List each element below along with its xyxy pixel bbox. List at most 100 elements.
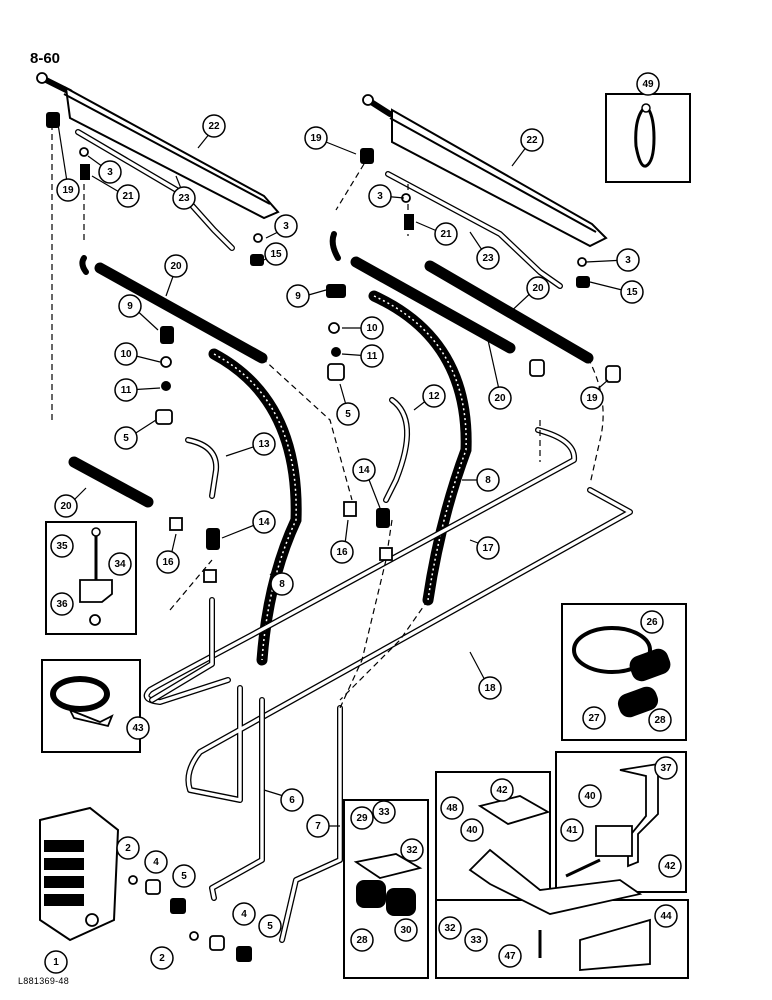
callout-label: 26	[646, 617, 658, 628]
callout-3: 3	[98, 160, 122, 184]
callout-18: 18	[478, 676, 502, 700]
callout-37: 37	[654, 756, 678, 780]
callout-28: 28	[350, 928, 374, 952]
reference-code: L881369-48	[18, 976, 70, 986]
callout-label: 8	[485, 475, 491, 486]
callout-40: 40	[578, 784, 602, 808]
inset-box-43	[41, 659, 141, 753]
callout-label: 36	[56, 599, 68, 610]
callout-label: 1	[53, 957, 59, 968]
callout-29: 29	[350, 806, 374, 830]
callout-label: 23	[178, 193, 190, 204]
callout-label: 28	[654, 715, 666, 726]
callout-label: 20	[60, 501, 72, 512]
callout-44: 44	[654, 904, 678, 928]
callout-label: 49	[642, 79, 654, 90]
callout-8: 8	[476, 468, 500, 492]
callout-3: 3	[616, 248, 640, 272]
callout-label: 10	[120, 349, 132, 360]
callout-11: 11	[360, 344, 384, 368]
callout-47: 47	[498, 944, 522, 968]
callout-4: 4	[232, 902, 256, 926]
callout-label: 3	[377, 191, 383, 202]
callout-label: 3	[283, 221, 289, 232]
callout-2: 2	[150, 946, 174, 970]
callout-20: 20	[164, 254, 188, 278]
callout-14: 14	[252, 510, 276, 534]
callout-23: 23	[172, 186, 196, 210]
callout-10: 10	[114, 342, 138, 366]
callout-9: 9	[118, 294, 142, 318]
callout-43: 43	[126, 716, 150, 740]
callout-15: 15	[264, 242, 288, 266]
callout-label: 32	[406, 845, 418, 856]
callout-34: 34	[108, 552, 132, 576]
callout-label: 2	[125, 843, 131, 854]
callout-40: 40	[460, 818, 484, 842]
callout-5: 5	[258, 914, 282, 938]
callout-9: 9	[286, 284, 310, 308]
callout-6: 6	[280, 788, 304, 812]
cylinder-left	[36, 72, 280, 220]
callout-label: 20	[532, 283, 544, 294]
callout-20: 20	[526, 276, 550, 300]
callout-label: 22	[208, 121, 220, 132]
callout-22: 22	[520, 128, 544, 152]
callout-27: 27	[582, 706, 606, 730]
callout-label: 21	[122, 191, 134, 202]
callout-49: 49	[636, 72, 660, 96]
callout-label: 43	[132, 723, 144, 734]
callout-19: 19	[56, 178, 80, 202]
callout-label: 32	[444, 923, 456, 934]
callout-label: 30	[400, 925, 412, 936]
callout-label: 12	[428, 391, 440, 402]
callout-label: 29	[356, 813, 368, 824]
callout-label: 48	[446, 803, 458, 814]
callout-label: 5	[267, 921, 273, 932]
callout-label: 42	[664, 861, 676, 872]
callout-group: 4922221919193333212123231515202020209910…	[44, 72, 682, 974]
callout-1: 1	[44, 950, 68, 974]
callout-label: 40	[466, 825, 478, 836]
callout-11: 11	[114, 378, 138, 402]
callout-16: 16	[330, 540, 354, 564]
callout-label: 20	[494, 393, 506, 404]
callout-label: 9	[127, 301, 133, 312]
callout-label: 17	[482, 543, 494, 554]
callout-label: 5	[181, 871, 187, 882]
callout-label: 10	[366, 323, 378, 334]
callout-label: 20	[170, 261, 182, 272]
callout-22: 22	[202, 114, 226, 138]
callout-label: 4	[153, 857, 159, 868]
callout-3: 3	[274, 214, 298, 238]
callout-label: 44	[660, 911, 672, 922]
callout-label: 9	[295, 291, 301, 302]
callout-label: 5	[123, 433, 129, 444]
callout-41: 41	[560, 818, 584, 842]
callout-15: 15	[620, 280, 644, 304]
callout-19: 19	[304, 126, 328, 150]
callout-label: 19	[62, 185, 74, 196]
callout-label: 4	[241, 909, 247, 920]
callout-label: 16	[162, 557, 174, 568]
callout-label: 6	[289, 795, 295, 806]
callout-label: 13	[258, 439, 270, 450]
callout-label: 15	[626, 287, 638, 298]
cylinder-right	[362, 94, 608, 248]
callout-label: 14	[358, 465, 370, 476]
callout-label: 3	[625, 255, 631, 266]
callout-label: 2	[159, 953, 165, 964]
page-number: 8-60	[30, 50, 61, 67]
callout-19: 19	[580, 386, 604, 410]
callout-7: 7	[306, 814, 330, 838]
callout-12: 12	[422, 384, 446, 408]
callout-label: 33	[378, 807, 390, 818]
valve-block	[39, 806, 120, 942]
callout-28: 28	[648, 708, 672, 732]
callout-label: 19	[310, 133, 322, 144]
callout-33: 33	[372, 800, 396, 824]
callout-20: 20	[54, 494, 78, 518]
callout-label: 22	[526, 135, 538, 146]
callout-label: 14	[258, 517, 270, 528]
